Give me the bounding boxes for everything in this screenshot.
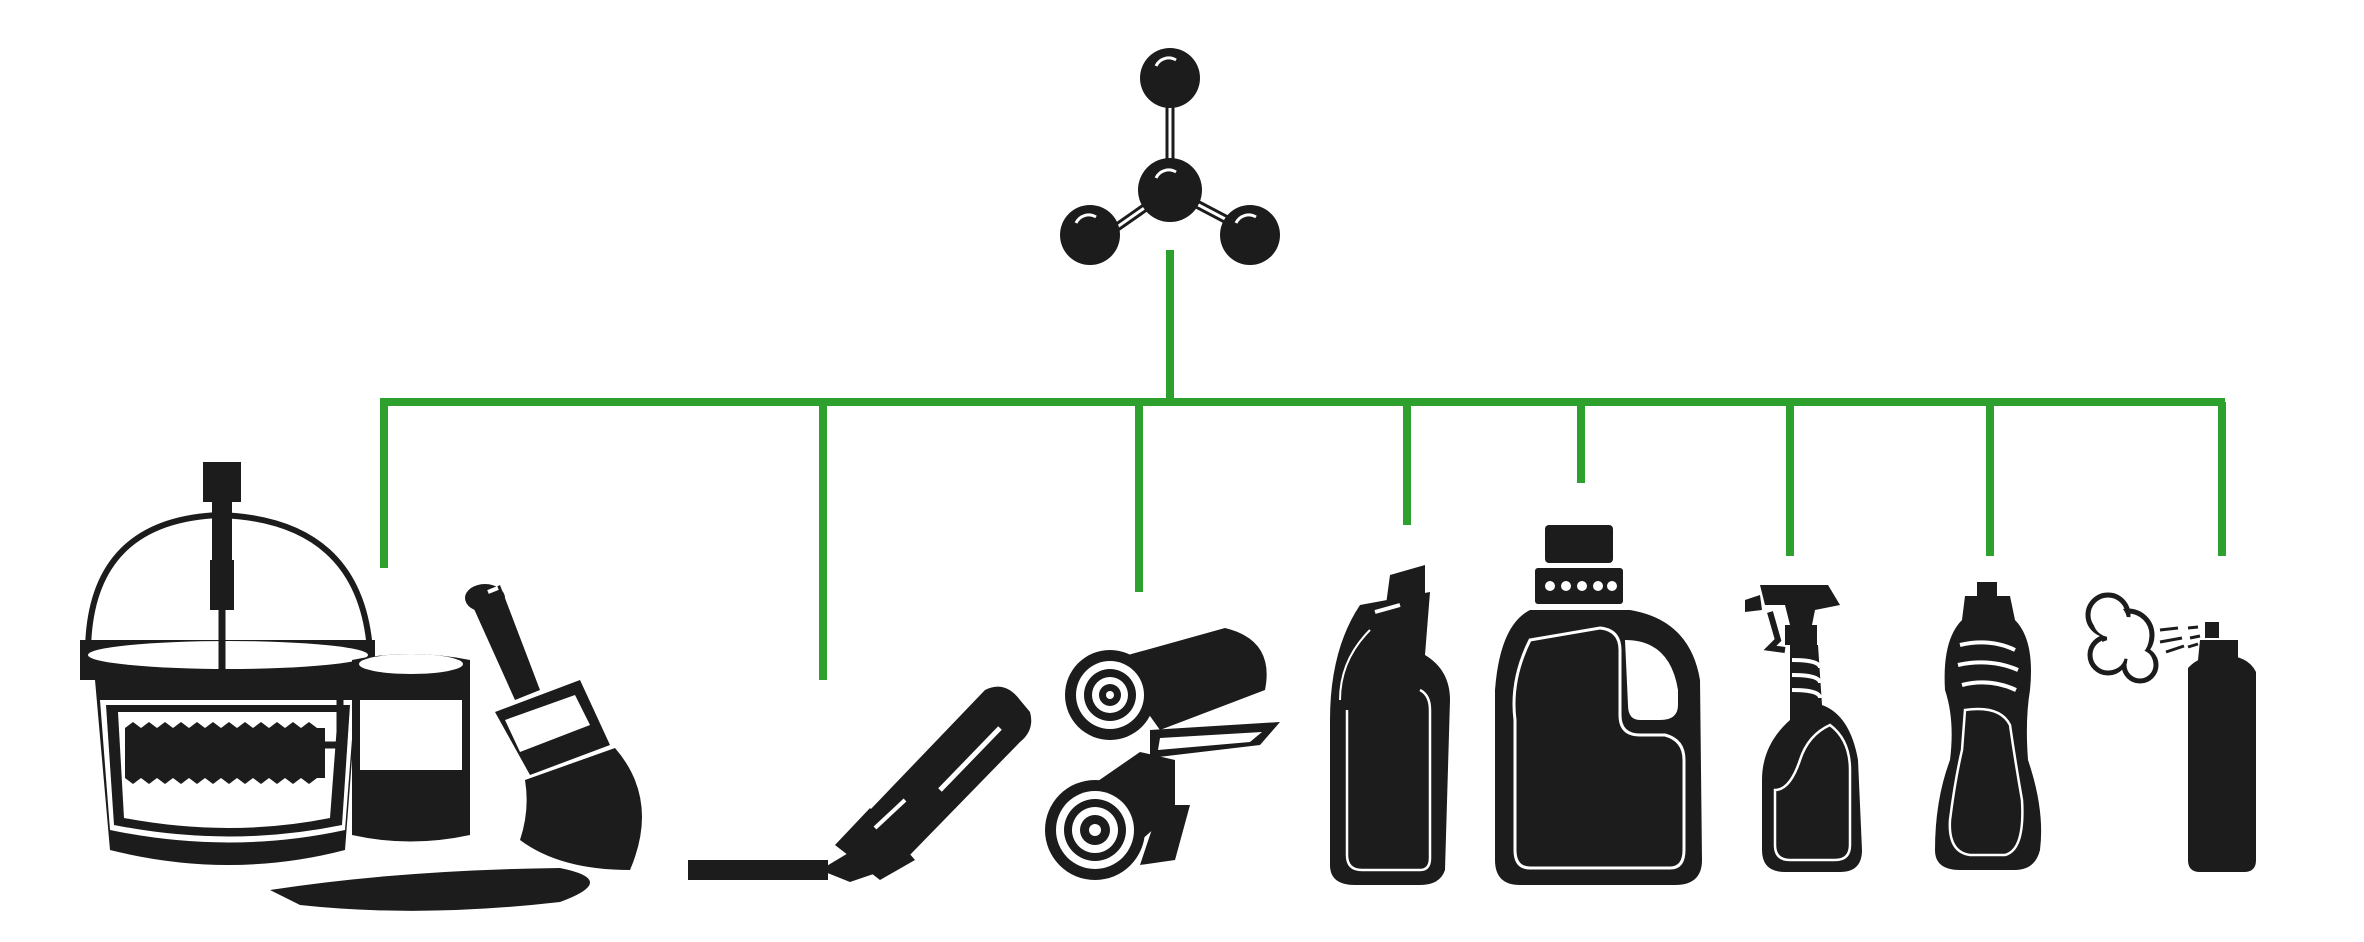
- dish-soap-bottle-icon: [1935, 582, 2042, 870]
- detergent-jug-icon: [1495, 525, 1702, 885]
- marker-icon: [688, 686, 1032, 882]
- paint-bucket-and-brush-icon: [80, 462, 642, 911]
- aerosol-can-icon: [2085, 592, 2256, 872]
- toilet-cleaner-bottle-icon: [1330, 565, 1450, 885]
- spray-bottle-icon: [1745, 585, 1862, 872]
- roller-rolls-icon: [1045, 628, 1280, 880]
- molecule-icon: [1060, 48, 1280, 265]
- connector-tree: [380, 250, 2226, 680]
